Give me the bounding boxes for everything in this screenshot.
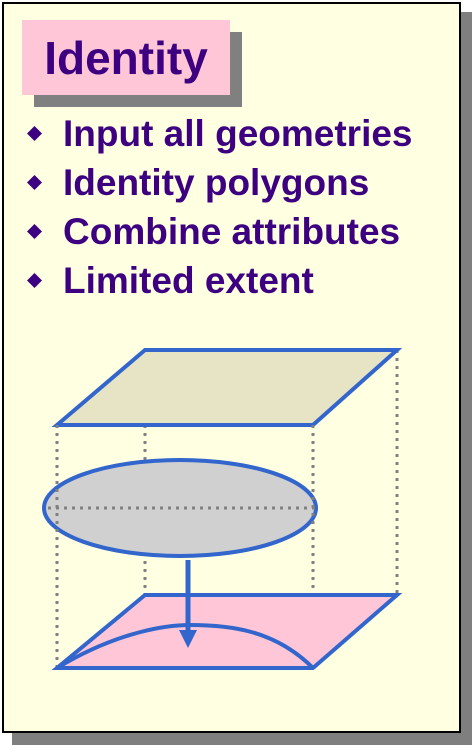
arrow-down-icon bbox=[179, 630, 197, 648]
bullet-text: Limited extent bbox=[63, 260, 314, 301]
diamond-bullet-icon bbox=[27, 175, 42, 190]
bullet-text: Input all geometries bbox=[63, 113, 413, 154]
dotted-guides-back bbox=[143, 350, 399, 595]
bullet-item: Input all geometries bbox=[20, 109, 413, 158]
title-box: Identity bbox=[22, 20, 230, 95]
identity-polygon-ellipse bbox=[42, 458, 318, 558]
diamond-bullet-icon bbox=[27, 224, 42, 239]
slide-title: Identity bbox=[44, 31, 208, 84]
bullet-item: Combine attributes bbox=[20, 207, 413, 256]
bullet-list: Input all geometries Identity polygons C… bbox=[20, 109, 413, 305]
bullet-text: Combine attributes bbox=[63, 211, 401, 252]
output-plane-bottom bbox=[51, 593, 403, 670]
input-plane-top bbox=[51, 348, 403, 427]
bullet-item: Limited extent bbox=[20, 256, 413, 305]
bullet-text: Identity polygons bbox=[63, 162, 370, 203]
diamond-bullet-icon bbox=[27, 126, 42, 141]
bullet-item: Identity polygons bbox=[20, 158, 413, 207]
diamond-bullet-icon bbox=[27, 273, 42, 288]
